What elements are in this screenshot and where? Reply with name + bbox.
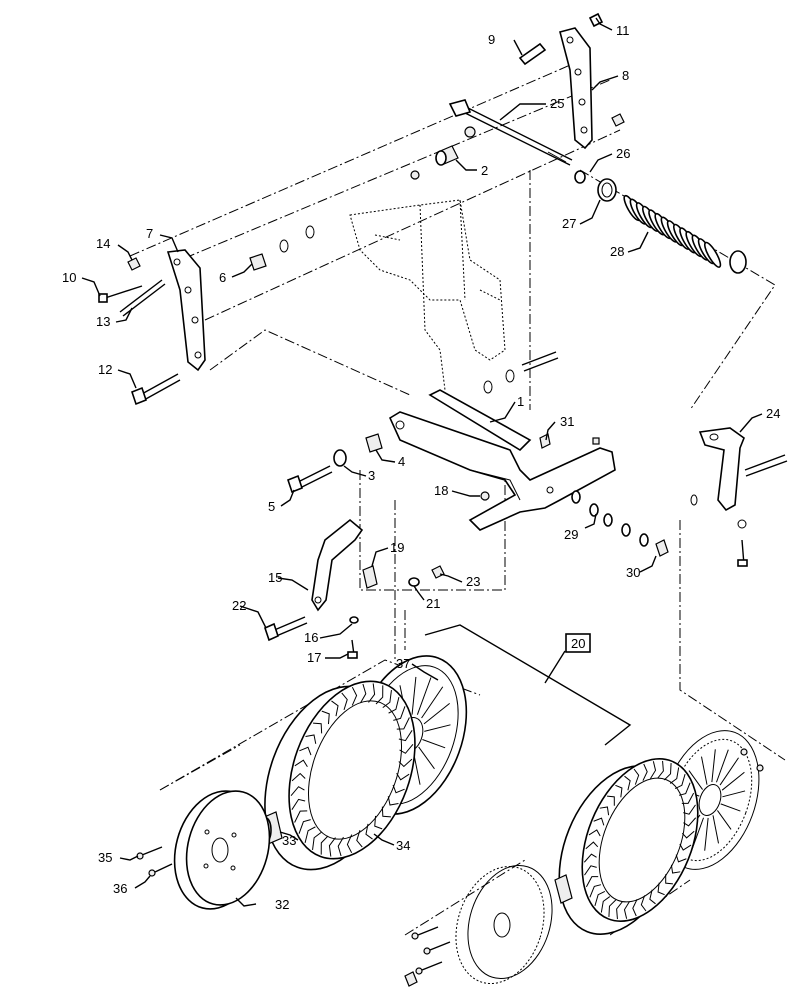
label-19: 19: [390, 540, 404, 555]
part-23-nut: [431, 565, 445, 579]
part-3-washer: [333, 449, 347, 467]
label-34: 34: [396, 838, 410, 853]
part-7-plate: [166, 249, 206, 372]
wheel-right-tire: [558, 758, 699, 935]
part-14-nut: [127, 257, 141, 271]
part-2-bushing: [410, 145, 459, 180]
label-10: 10: [62, 270, 76, 285]
part-9-pin: [518, 42, 547, 66]
label-35: 35: [98, 850, 112, 865]
label-4: 4: [398, 454, 405, 469]
part-13-pin: [119, 279, 166, 317]
wheel-right-bearing: [554, 874, 573, 904]
label-13: 13: [96, 314, 110, 329]
label-18: 18: [434, 483, 448, 498]
part-12-bolt: [131, 373, 181, 406]
part-10-bolt: [98, 285, 143, 303]
part-8-plate: [559, 27, 593, 150]
label-9: 9: [488, 32, 495, 47]
label-1: 1: [517, 394, 524, 409]
label-32: 32: [275, 897, 289, 912]
label-26: 26: [616, 146, 630, 161]
label-28: 28: [610, 244, 624, 259]
label-25: 25: [550, 96, 564, 111]
label-6: 6: [219, 270, 226, 285]
label-12: 12: [98, 362, 112, 377]
part-6-nut: [249, 225, 315, 271]
label-21: 21: [426, 596, 440, 611]
part-21-washer: [408, 577, 420, 587]
frame-bolt: [483, 351, 559, 394]
part-26-washer: [574, 170, 586, 184]
label-14: 14: [96, 236, 110, 251]
part-35-bolt: [136, 846, 163, 860]
part-20-indicator: [424, 624, 632, 746]
label-2: 2: [481, 163, 488, 178]
part-34-tire: [264, 680, 416, 871]
part-17-bolt: [347, 639, 358, 659]
part-5-bolt: [287, 465, 333, 494]
part-29-washers: [571, 490, 649, 547]
label-36: 36: [113, 881, 127, 896]
part-15-bracket: [311, 518, 364, 612]
callout-leaders: [81, 17, 763, 907]
label-16: 16: [304, 630, 318, 645]
part-36-bolt: [148, 863, 173, 877]
label-5: 5: [268, 499, 275, 514]
frame-phantom: [349, 199, 506, 391]
label-3: 3: [368, 468, 375, 483]
part-32-hub-plate: [173, 790, 271, 910]
part-27-cup: [597, 178, 617, 202]
label-33: 33: [282, 833, 296, 848]
label-11: 11: [616, 23, 630, 38]
part-28-spring: [623, 194, 722, 268]
part-18-nut: [480, 491, 490, 501]
label-24: 24: [766, 406, 780, 421]
part-24-bracket: [690, 427, 788, 567]
label-15: 15: [268, 570, 282, 585]
label-20: 20: [571, 636, 585, 651]
part-30-nut: [655, 539, 669, 557]
label-8: 8: [622, 68, 629, 83]
part-19-bushing: [362, 565, 378, 589]
part-16-washer: [349, 616, 359, 624]
part-1-arm: [388, 389, 616, 531]
label-29: 29: [564, 527, 578, 542]
wheel-right-hub-plate: [455, 864, 553, 985]
label-22: 22: [232, 598, 246, 613]
wheel-right-bolts: [404, 926, 451, 987]
part-4-bushing: [365, 433, 383, 453]
label-31: 31: [560, 414, 574, 429]
part-8-nut: [611, 113, 625, 127]
label-17: 17: [307, 650, 321, 665]
label-23: 23: [466, 574, 480, 589]
label-7: 7: [146, 226, 153, 241]
part-25-rod: [448, 99, 573, 166]
label-27: 27: [562, 216, 576, 231]
callout-numbers: 9 11 8 25 2 26 27 28 7 14 10 13 6 12 1 3…: [62, 23, 780, 912]
part-28-cap: [729, 250, 747, 274]
part-22-bolt: [264, 616, 308, 642]
label-30: 30: [626, 565, 640, 580]
label-37: 37: [396, 656, 410, 671]
